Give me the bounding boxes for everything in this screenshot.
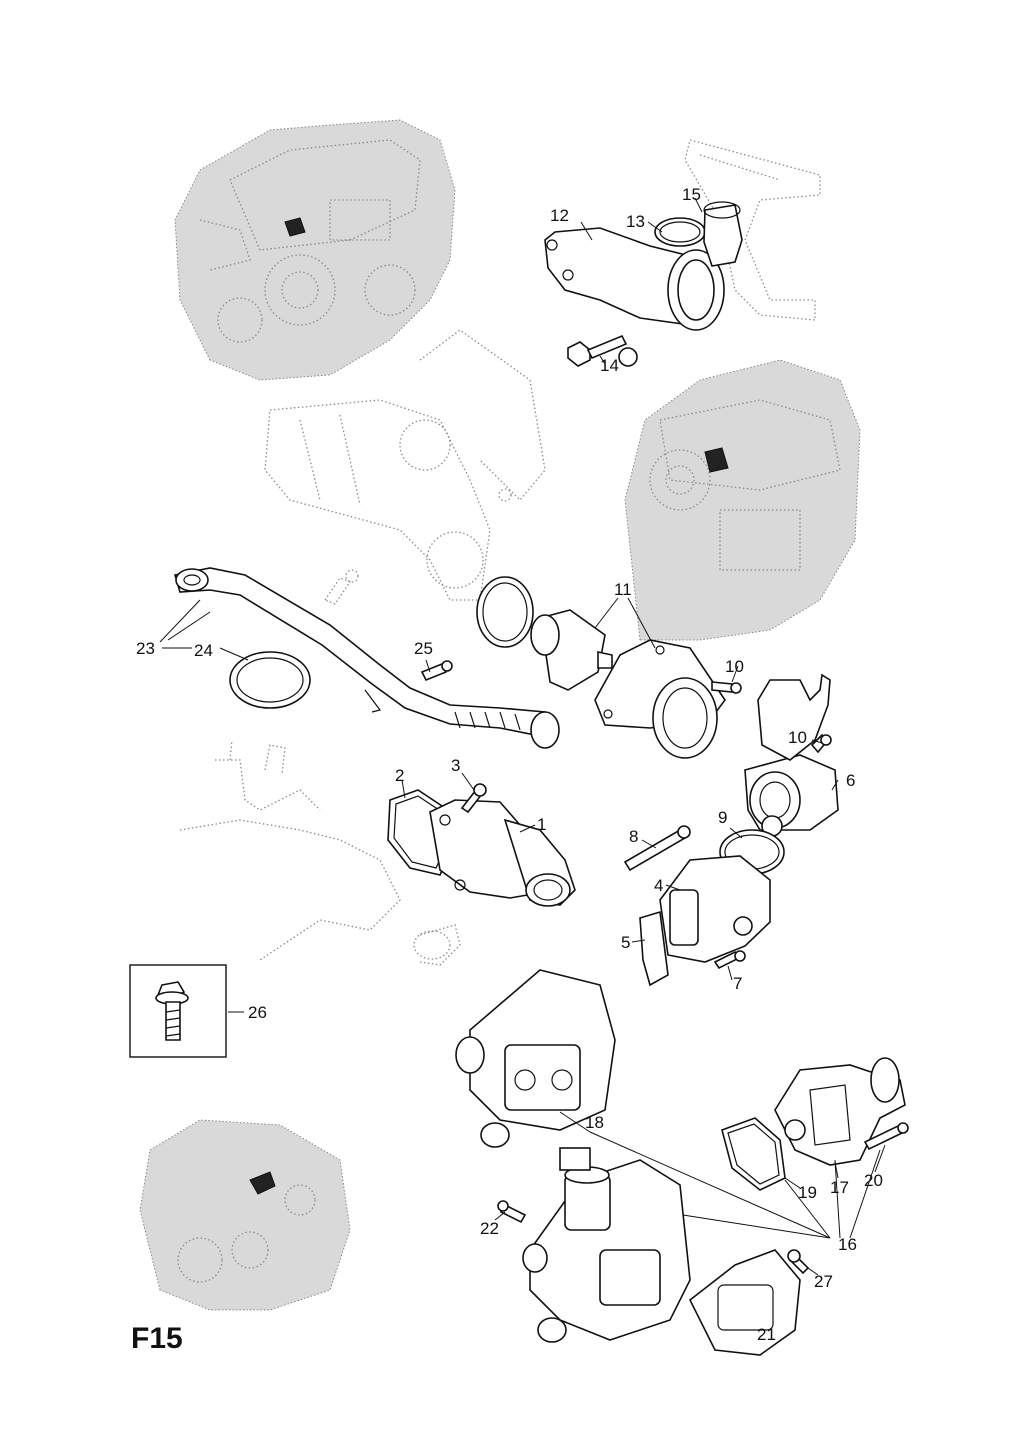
callout-11: 11	[614, 580, 632, 599]
water-outlet-1	[429, 799, 576, 907]
seal-ring-24	[229, 651, 311, 709]
detail-box-26	[129, 964, 227, 1058]
stud-8	[623, 825, 691, 872]
callout-26: 26	[248, 1003, 267, 1022]
bolt-20	[863, 1122, 909, 1151]
callout-21: 21	[757, 1325, 776, 1344]
callout-19: 19	[798, 1183, 817, 1202]
thermostat-housing-12	[544, 227, 725, 331]
engine-view-bottom-left	[139, 1119, 351, 1311]
callout-15: 15	[682, 185, 701, 204]
bolt-7	[713, 950, 746, 970]
callout-25: 25	[414, 639, 433, 658]
bolt-22	[497, 1200, 527, 1224]
thermostat-housing-17	[774, 1057, 906, 1166]
callout-20: 20	[864, 1171, 883, 1190]
callout-10-upper: 10	[725, 657, 744, 676]
callout-14: 14	[600, 356, 619, 375]
bolt-10-upper	[711, 681, 742, 694]
callout-5: 5	[621, 933, 630, 952]
callout-2: 2	[395, 766, 404, 785]
bolt-3	[460, 783, 487, 814]
callout-7: 7	[733, 974, 742, 993]
leader-lines	[159, 197, 886, 1276]
bolt-14	[567, 334, 638, 367]
callout-24: 24	[194, 641, 213, 660]
bolt-25	[420, 660, 453, 682]
gasket-19	[721, 1117, 786, 1191]
callout-18: 18	[585, 1113, 604, 1132]
callout-27: 27	[814, 1272, 833, 1291]
thermostat-15	[703, 201, 743, 267]
seal-ring-13	[654, 217, 706, 247]
callout-6: 6	[846, 771, 855, 790]
callout-13: 13	[626, 212, 645, 231]
thermostat-cover-11	[594, 639, 726, 759]
callout-3: 3	[451, 756, 460, 775]
sheet-code: F15	[131, 1322, 183, 1355]
egr-module-16	[522, 1147, 691, 1343]
callout-8: 8	[629, 827, 638, 846]
engine-view-mid-left	[179, 739, 461, 966]
callout-16: 16	[838, 1235, 857, 1254]
module-housing-18	[455, 969, 616, 1148]
bolt-dotted-small	[324, 569, 359, 605]
bolt-27	[787, 1249, 810, 1275]
housing-4	[659, 855, 771, 963]
engine-view-right	[624, 359, 861, 641]
callout-22: 22	[480, 1219, 499, 1238]
bolt-10-lower	[810, 733, 832, 754]
callout-9: 9	[718, 808, 727, 827]
callout-23: 23	[136, 639, 155, 658]
gasket-21	[688, 1249, 801, 1356]
gasket-5	[639, 910, 669, 987]
callout-12: 12	[550, 206, 569, 225]
engine-view-top-left	[174, 119, 456, 381]
o-ring-11	[476, 576, 534, 648]
callout-4: 4	[654, 876, 663, 895]
callout-17: 17	[830, 1178, 849, 1197]
callout-1: 1	[537, 815, 546, 834]
manifold-context	[264, 329, 546, 601]
callout-10-lower: 10	[788, 728, 807, 747]
thermostat-housing-6	[744, 673, 839, 837]
thermostat-11	[530, 609, 613, 691]
coolant-pipe-23	[173, 567, 560, 749]
callouts: 12 13 15 14 11 23 24 25 10 10 2 3 1 6 9 …	[136, 185, 883, 1344]
